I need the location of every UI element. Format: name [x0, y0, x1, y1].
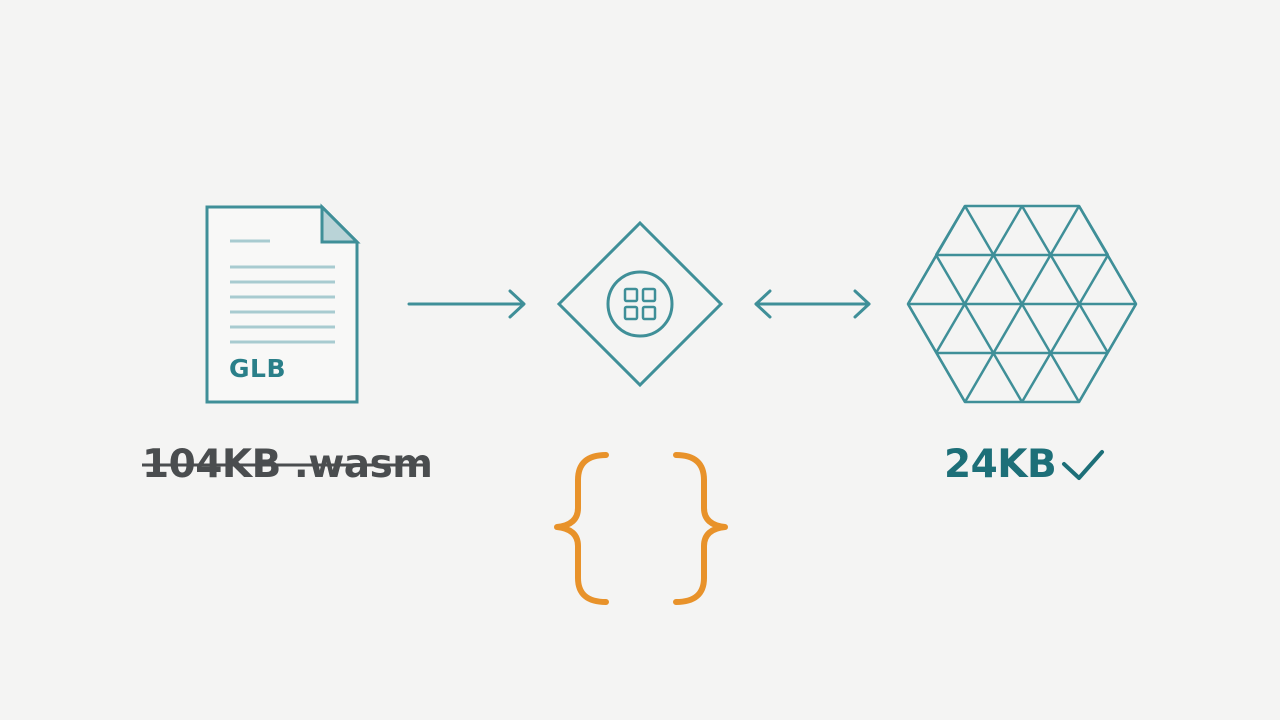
- new-size-label: 24KB: [944, 442, 1057, 487]
- grid-module-icon: [623, 287, 657, 321]
- processor-diamond-icon: [556, 220, 724, 388]
- file-type-label: GLB: [229, 354, 287, 383]
- document-icon: [205, 203, 361, 404]
- double-arrow-icon: [754, 289, 871, 319]
- triangle-mesh-hexagon-icon: [906, 204, 1138, 404]
- checkmark-icon: [1062, 450, 1104, 480]
- arrow-right-icon: [407, 289, 526, 319]
- old-size-label: 104KB .wasm: [142, 442, 433, 487]
- document-text-lines: [230, 239, 335, 344]
- curly-braces-icon: [554, 452, 728, 605]
